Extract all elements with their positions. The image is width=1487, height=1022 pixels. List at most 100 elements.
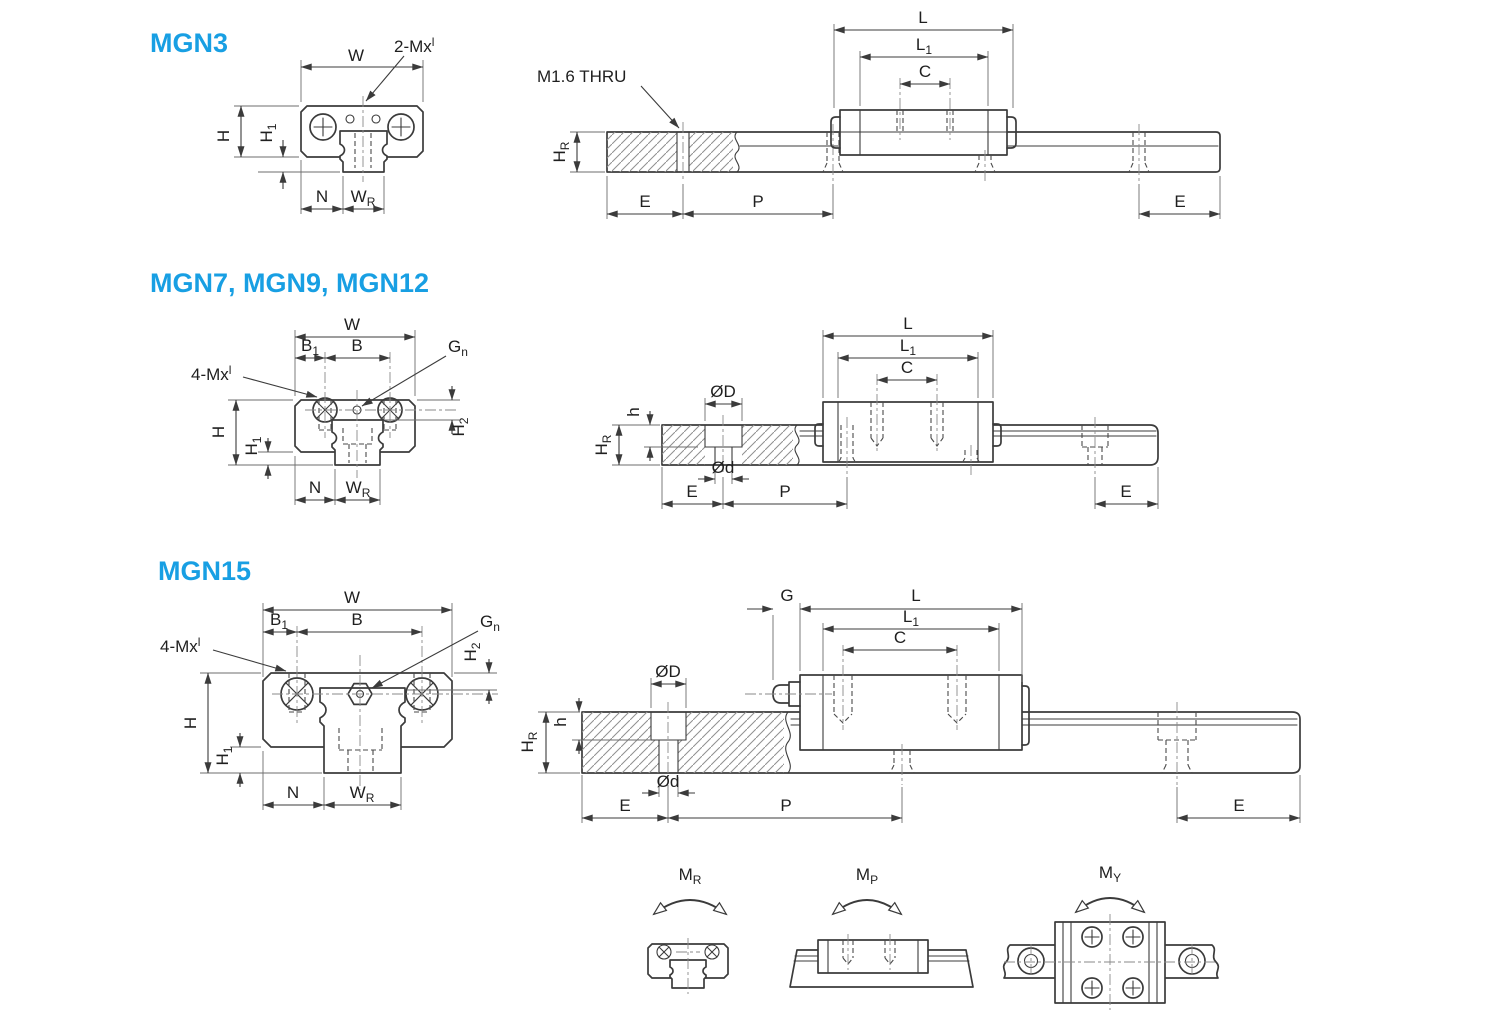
dim-c-label: C bbox=[919, 62, 931, 81]
dim-l1-label: L1 bbox=[916, 35, 932, 57]
mgn7-cross-section-view: W B1 B Gn 4-Mxl H H1 H2 N WR bbox=[191, 315, 471, 505]
callout-2mxl-label: 2-Mxl bbox=[394, 35, 434, 56]
dim-d-small-label: Ød bbox=[712, 458, 735, 477]
rail-hatch bbox=[686, 712, 784, 773]
rail-hole-hidden bbox=[1128, 132, 1150, 173]
rail-counterbore-hidden bbox=[338, 728, 383, 771]
rail-hatch bbox=[582, 712, 651, 773]
dim-h-label: H bbox=[214, 130, 233, 142]
rail-counterbore-hidden bbox=[342, 428, 373, 463]
dim-h-small-label: h bbox=[551, 717, 570, 726]
dim-e-label: E bbox=[639, 192, 650, 211]
dim-p-label: P bbox=[779, 482, 790, 501]
rotation-arrow-icon bbox=[833, 899, 901, 914]
carriage-hole-hidden bbox=[833, 675, 967, 724]
carriage-block bbox=[817, 939, 929, 974]
dim-e-label: E bbox=[619, 796, 630, 815]
dim-d-big-label: ØD bbox=[710, 382, 736, 401]
my-label: MY bbox=[1099, 863, 1121, 885]
dim-w-label: W bbox=[344, 588, 360, 607]
moment-my-diagram: MY bbox=[1002, 863, 1220, 1010]
rail-hatch bbox=[742, 425, 793, 465]
callout-m16-thru-label: M1.6 THRU bbox=[537, 67, 626, 86]
mr-label: MR bbox=[679, 865, 702, 887]
rotation-arrow-icon bbox=[654, 899, 726, 914]
mgn3-cross-section-view: W 2-Mxl H H1 N WR bbox=[214, 35, 434, 214]
phillips-screw-icon bbox=[309, 113, 337, 141]
rail bbox=[581, 711, 1301, 774]
end-seal bbox=[830, 116, 841, 149]
rail-hole-hidden bbox=[822, 132, 844, 173]
dim-p-label: P bbox=[780, 796, 791, 815]
mgn15-title: MGN15 bbox=[158, 556, 251, 586]
dim-b-label: B bbox=[351, 336, 362, 355]
rail bbox=[661, 424, 1159, 466]
mgn7-9-12-section: MGN7, MGN9, MGN12 W B1 B bbox=[150, 268, 1159, 509]
mp-label: MP bbox=[856, 865, 878, 887]
dim-h1-label: H1 bbox=[242, 436, 264, 455]
rail-hatch bbox=[689, 132, 733, 172]
mgn3-title: MGN3 bbox=[150, 28, 228, 58]
dim-c-label: C bbox=[901, 358, 913, 377]
rail-profile bbox=[331, 419, 384, 466]
dim-hr-label: HR bbox=[550, 141, 572, 162]
carriage-hole-hidden bbox=[870, 402, 944, 447]
callout-4mxl-label: 4-Mxl bbox=[160, 635, 200, 656]
rail-hatch bbox=[651, 740, 659, 773]
dim-g-label: G bbox=[780, 586, 793, 605]
mgn15-section: MGN15 W B1 bbox=[158, 556, 1301, 823]
dim-b1-label: B1 bbox=[270, 610, 288, 632]
dim-b-label: B bbox=[351, 610, 362, 629]
dim-p-label: P bbox=[752, 192, 763, 211]
end-seal bbox=[1006, 116, 1017, 149]
rail-segment bbox=[1165, 944, 1220, 979]
mounting-hole bbox=[1081, 977, 1103, 999]
dim-b1-label: B1 bbox=[301, 336, 319, 358]
thread-hole bbox=[371, 114, 381, 124]
rail-hatch bbox=[662, 425, 705, 465]
carriage-hole-hidden bbox=[896, 110, 954, 132]
dim-wr-label: WR bbox=[346, 478, 371, 500]
dim-h-label: H bbox=[209, 426, 228, 438]
rail-hatch bbox=[678, 740, 686, 773]
thread-hole bbox=[345, 114, 355, 124]
rail-profile bbox=[339, 130, 388, 173]
rail-profile bbox=[319, 687, 406, 774]
rail-hatch bbox=[607, 132, 677, 172]
mounting-hole bbox=[1122, 926, 1144, 948]
rail-hole-hidden bbox=[974, 155, 996, 173]
dim-h1-label: H1 bbox=[213, 746, 235, 765]
dim-l-label: L bbox=[911, 586, 920, 605]
mgn15-cross-section-view: W B1 B Gn 4-Mxl H2 H H1 N WR bbox=[160, 588, 500, 810]
dim-l1-label: L1 bbox=[903, 607, 919, 629]
phillips-screw-icon bbox=[387, 113, 415, 141]
mgn15-side-view: G L L1 C ØD h HR Ød E P E bbox=[518, 586, 1301, 823]
dim-h2-label: H2 bbox=[449, 417, 471, 436]
dim-h2-label: H2 bbox=[461, 642, 483, 661]
carriage-block bbox=[799, 674, 1023, 751]
dim-c-label: C bbox=[894, 628, 906, 647]
moment-mr-diagram: MR bbox=[647, 865, 729, 994]
dim-wr-label: WR bbox=[351, 187, 376, 209]
cross-screw-icon bbox=[656, 944, 672, 960]
dim-e-label: E bbox=[1120, 482, 1131, 501]
end-seal bbox=[1021, 685, 1030, 746]
callout-4mxl-label: 4-Mxl bbox=[191, 363, 231, 384]
dim-hr-label: HR bbox=[518, 731, 540, 752]
dim-w-label: W bbox=[344, 315, 360, 334]
dim-wr-label: WR bbox=[350, 783, 375, 805]
moment-mp-diagram: MP bbox=[789, 865, 974, 988]
callout-gn-label: Gn bbox=[480, 612, 500, 634]
dim-e-label: E bbox=[1233, 796, 1244, 815]
break-line bbox=[734, 131, 740, 173]
rail bbox=[606, 131, 1221, 173]
dim-n-label: N bbox=[316, 187, 328, 206]
end-seal bbox=[992, 423, 1002, 447]
end-seal bbox=[814, 423, 824, 447]
mgn3-section: MGN3 W 2-Mxl H H1 bbox=[150, 8, 1221, 219]
carriage-hole-hidden bbox=[842, 940, 896, 965]
dim-e-label: E bbox=[686, 482, 697, 501]
dim-h1-label: H1 bbox=[257, 123, 279, 142]
